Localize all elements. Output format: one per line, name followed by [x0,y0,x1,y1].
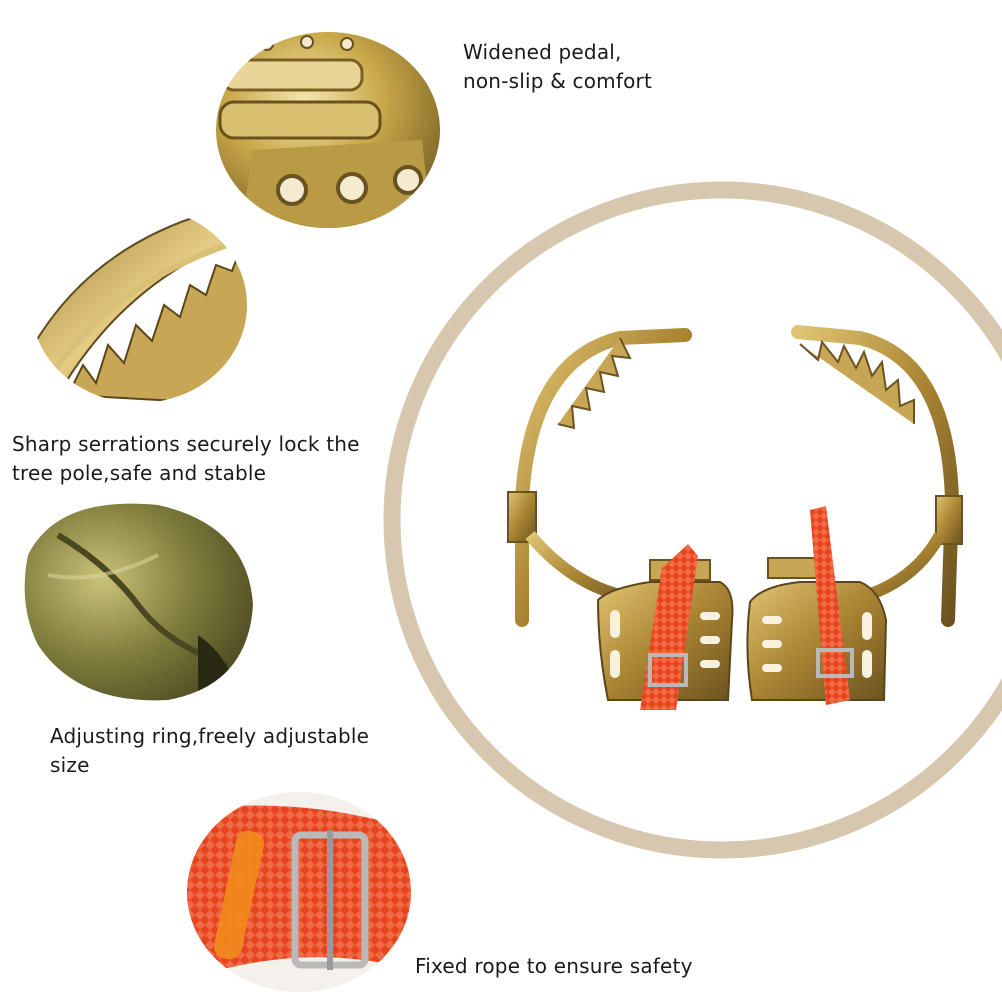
pole-climber-product-image [500,320,970,720]
serration-caption-line-1: Sharp serrations securely lock the [12,432,360,456]
pedal-caption: Widened pedal, non-slip & comfort [463,38,652,96]
rope-caption-line-1: Fixed rope to ensure safety [415,954,693,978]
pedal-caption-line-2: non-slip & comfort [463,69,653,93]
serration-detail-image [28,205,250,405]
ring-caption-line-2: size [50,753,90,777]
serration-caption-line-2: tree pole,safe and stable [12,461,267,485]
ring-caption-line-1: Adjusting ring,freely adjustable [50,724,370,748]
ring-caption: Adjusting ring,freely adjustable size [50,722,369,780]
pedal-caption-line-1: Widened pedal, [463,40,622,64]
serration-caption: Sharp serrations securely lock the tree … [12,430,360,488]
adjusting-ring-detail-image [18,495,256,705]
rope-caption: Fixed rope to ensure safety [415,952,693,981]
rope-detail-image [185,790,413,995]
pedal-detail-image [212,30,444,230]
